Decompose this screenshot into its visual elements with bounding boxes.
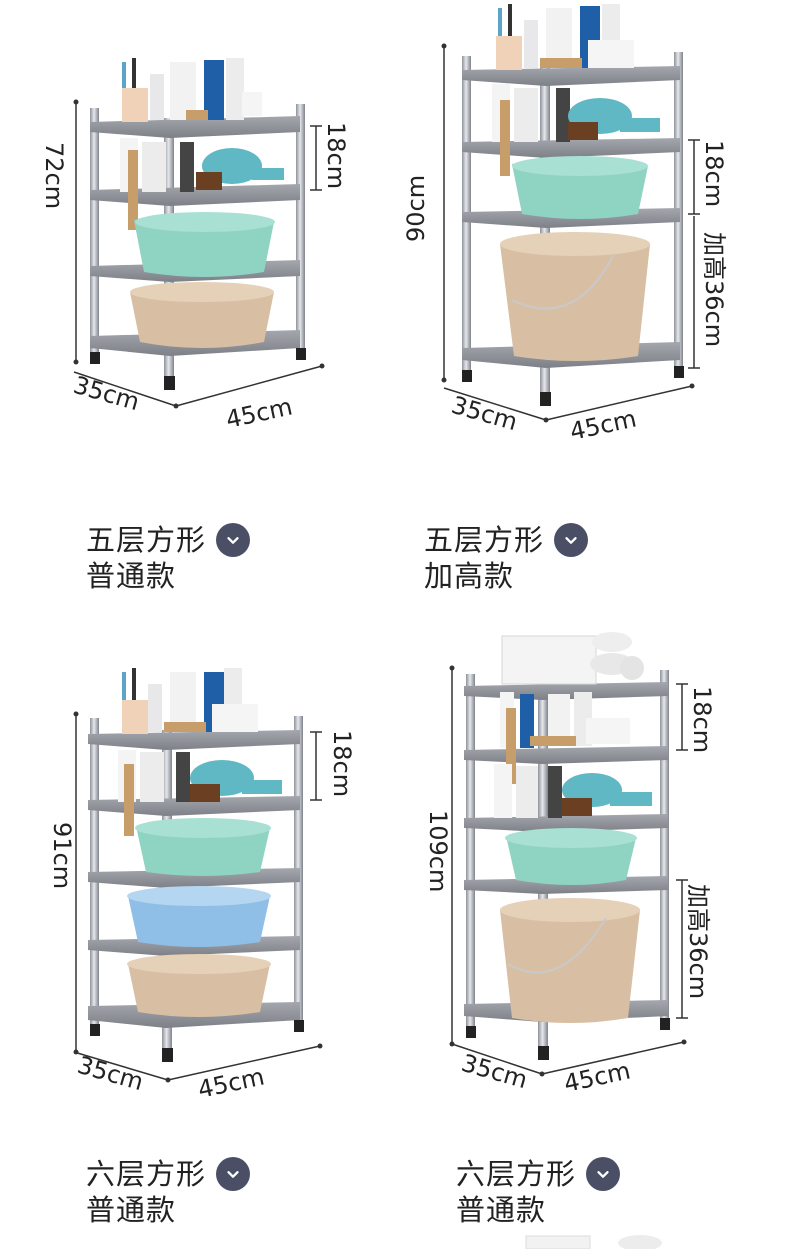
rack-six-tier-standard [88, 668, 304, 1062]
product-caption-3[interactable]: 六层方形 普通款 [86, 1156, 251, 1228]
rack3-width-label: 45cm [195, 1063, 266, 1104]
caption-subtitle: 普通款 [86, 1193, 177, 1227]
product-caption-1[interactable]: 五层方形 普通款 [86, 522, 251, 594]
caption-subtitle: 普通款 [456, 1193, 547, 1227]
rack1-width-label: 45cm [223, 393, 294, 434]
rack4-spacing-label: 18cm [688, 686, 716, 753]
rack3-spacing-label: 18cm [328, 730, 356, 797]
rack3-height-label: 91cm [48, 822, 76, 889]
rack1-height-label: 72cm [40, 142, 68, 209]
rack1-depth-label: 35cm [70, 371, 142, 416]
caption-title: 五层方形 [86, 523, 207, 557]
next-item-towel [618, 1235, 662, 1249]
rack2-spacing-label: 18cm [700, 140, 728, 207]
rack1-spacing-label: 18cm [322, 122, 350, 189]
caption-title: 六层方形 [86, 1157, 207, 1191]
rack1-dimensions: 72cm 18cm 35cm 45cm [40, 99, 350, 434]
product-caption-4[interactable]: 六层方形 普通款 [456, 1156, 621, 1228]
chevron-down-icon[interactable] [216, 523, 251, 557]
chevron-down-icon[interactable] [554, 523, 589, 557]
rack4-width-label: 45cm [561, 1057, 632, 1098]
rack-six-tier-tall [464, 632, 670, 1060]
rack2-dimensions: 90cm 18cm 加高36cm 35cm 45cm [402, 43, 728, 446]
rack2-height-label: 90cm [402, 175, 430, 242]
next-item-basket [525, 1235, 591, 1249]
chevron-down-icon[interactable] [586, 1157, 621, 1191]
product-caption-2[interactable]: 五层方形 加高款 [424, 522, 589, 594]
chevron-down-icon[interactable] [216, 1157, 251, 1191]
caption-subtitle: 普通款 [86, 559, 177, 593]
caption-subtitle: 加高款 [424, 559, 515, 593]
rack3-depth-label: 35cm [74, 1051, 146, 1096]
rack-five-tier-tall [462, 4, 684, 406]
caption-title: 六层方形 [456, 1157, 577, 1191]
rack4-depth-label: 35cm [458, 1049, 530, 1094]
rack2-width-label: 45cm [567, 405, 638, 446]
rack4-height-label: 109cm [424, 810, 452, 892]
rack2-tall-note: 加高36cm [700, 232, 728, 347]
caption-title: 五层方形 [424, 523, 545, 557]
rack2-depth-label: 35cm [448, 391, 520, 436]
rack-five-tier-standard [90, 58, 306, 390]
rack4-tall-note: 加高36cm [684, 884, 712, 999]
